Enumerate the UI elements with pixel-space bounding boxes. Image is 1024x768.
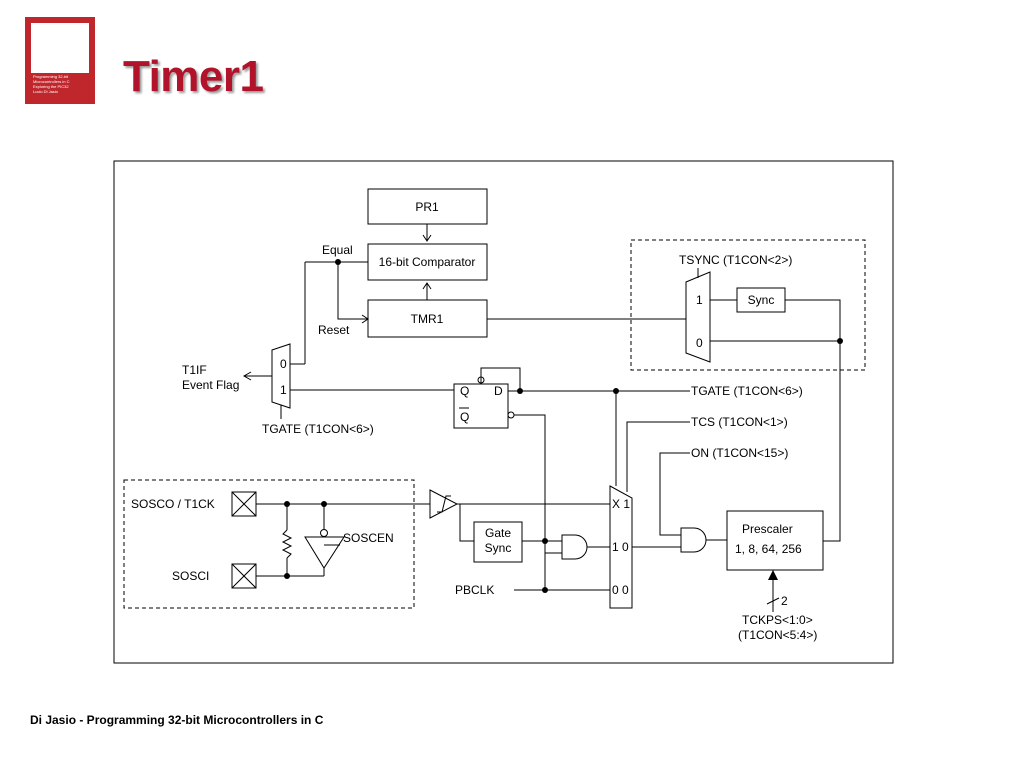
clock-source-mux (609, 485, 633, 609)
pbclk-label: PBCLK (455, 583, 494, 597)
tsync-label: TSYNC (T1CON<2>) (679, 253, 792, 267)
tcs-label: TCS (T1CON<1>) (691, 415, 788, 429)
sosci-label: SOSCI (172, 569, 209, 583)
clock-mux-x1-label: X 1 (612, 497, 630, 511)
junction-dots (284, 259, 843, 593)
comparator-label: 16-bit Comparator (379, 255, 476, 269)
pr1-label: PR1 (415, 200, 439, 214)
reset-label: Reset (318, 323, 350, 337)
ff-d-label: D (494, 384, 503, 398)
slide-footer: Di Jasio - Programming 32-bit Microcontr… (30, 713, 324, 727)
prescaler-block (726, 510, 824, 571)
tgate-bottom-label: TGATE (T1CON<6>) (262, 422, 374, 436)
ff-qbar-label: Q (460, 410, 469, 424)
soscen-label: SOSCEN (343, 531, 394, 545)
equal-label: Equal (322, 243, 353, 257)
tsync-mux (685, 271, 711, 363)
diagram-frame (113, 160, 894, 664)
slide-title: Timer1 (123, 52, 264, 101)
clock-mux-00-label: 0 0 (612, 583, 629, 597)
sosco-label: SOSCO / T1CK (131, 497, 215, 511)
event-flag-label: Event Flag (182, 378, 239, 392)
t1con-54-label: (T1CON<5:4>) (738, 628, 817, 642)
left-mux-1-label: 1 (280, 383, 287, 397)
oscillator-inverter (304, 536, 345, 569)
gate-sync-block (473, 521, 523, 563)
prescaler-label: Prescaler (742, 522, 793, 536)
oscillator-dashed-box (123, 479, 415, 609)
cover-artwork (31, 23, 89, 73)
clock-mux-10-label: 1 0 (612, 540, 629, 554)
left-mux (271, 343, 291, 409)
tmr1-label: TMR1 (411, 312, 444, 326)
tgate-right-label: TGATE (T1CON<6>) (691, 384, 803, 398)
prescaler-and (680, 527, 707, 553)
tsync-mux-0-label: 0 (696, 336, 703, 350)
gate-sync-line1: Gate (485, 526, 511, 540)
tckps-label: TCKPS<1:0> (742, 613, 813, 627)
cover-text: Programming 32-bit Microcontrollers in C… (33, 74, 89, 94)
bus-width-label: 2 (781, 594, 788, 608)
gate-sync-line2: Sync (485, 541, 512, 555)
left-mux-0-label: 0 (280, 357, 287, 371)
book-cover-thumbnail: Programming 32-bit Microcontrollers in C… (25, 17, 95, 104)
cover-title: Programming 32-bit Microcontrollers in C (33, 74, 70, 84)
cover-author: Lucio Di Jasio (33, 89, 58, 94)
ff-q-label: Q (460, 384, 469, 398)
gate-and (561, 534, 588, 560)
tsync-mux-1-label: 1 (696, 293, 703, 307)
feedback-resistor (281, 529, 293, 559)
prescaler-ratios: 1, 8, 64, 256 (735, 542, 802, 556)
on-label: ON (T1CON<15>) (691, 446, 788, 460)
t1if-label: T1IF (182, 363, 207, 377)
cover-subtitle: Exploring the PIC32 (33, 84, 69, 89)
sync-label: Sync (748, 293, 775, 307)
